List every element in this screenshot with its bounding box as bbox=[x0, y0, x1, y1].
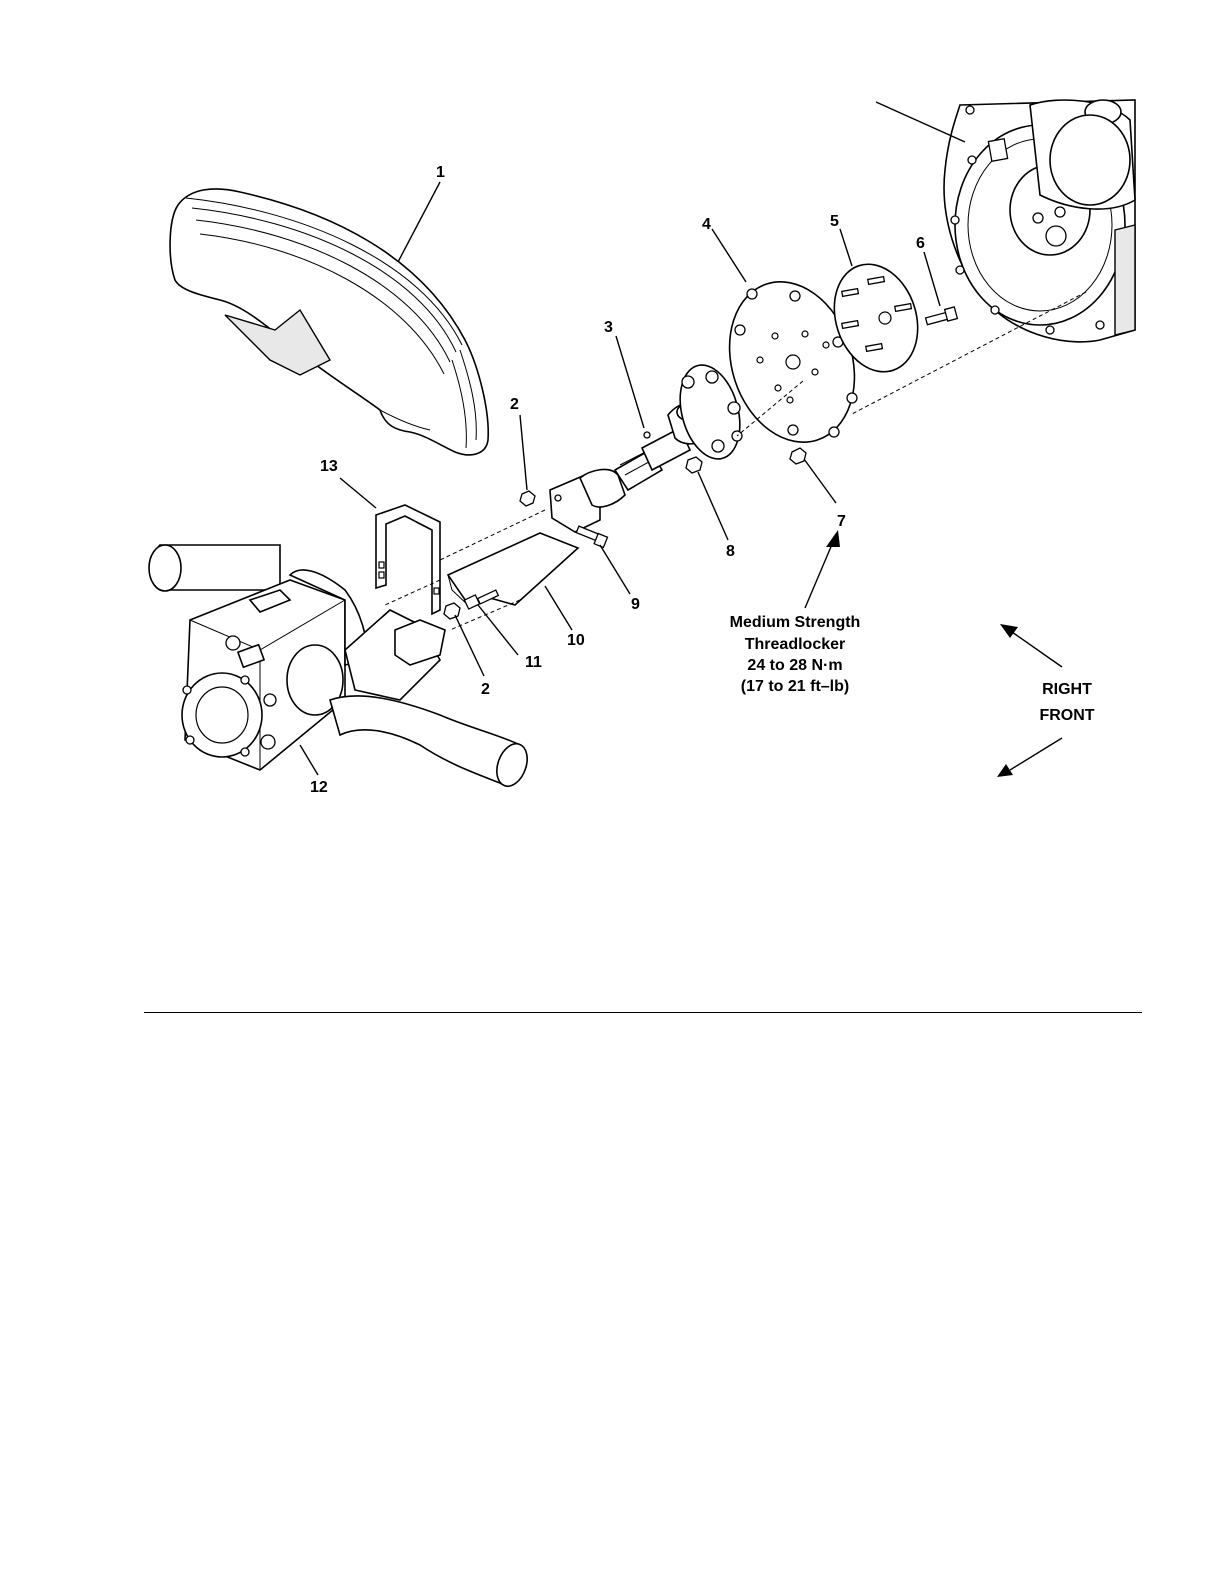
callout-9: 9 bbox=[631, 596, 640, 613]
part-2-nut-upper bbox=[520, 491, 535, 506]
callout-4: 4 bbox=[702, 216, 711, 233]
part-8-nut bbox=[686, 457, 702, 473]
callout-8: 8 bbox=[726, 543, 735, 560]
part-7-bolt bbox=[790, 448, 806, 464]
orientation-front-label: FRONT bbox=[1039, 707, 1094, 724]
orientation-right-label: RIGHT bbox=[1042, 681, 1092, 698]
callout-7: 7 bbox=[837, 513, 846, 530]
threadlocker-note: Medium Strength Threadlocker 24 to 28 N·… bbox=[730, 530, 861, 695]
note-line-4: (17 to 21 ft–lb) bbox=[741, 678, 849, 695]
orientation-indicator: RIGHT FRONT bbox=[997, 624, 1095, 777]
callout-1: 1 bbox=[436, 164, 445, 181]
part-10-plate bbox=[448, 533, 578, 607]
note-line-2: Threadlocker bbox=[745, 636, 845, 653]
part-9-bolt bbox=[576, 526, 607, 547]
note-line-3: 24 to 28 N·m bbox=[747, 657, 842, 674]
part-1-shield bbox=[170, 189, 488, 455]
callout-12: 12 bbox=[310, 779, 328, 796]
callout-10: 10 bbox=[567, 632, 585, 649]
front-arrow-icon bbox=[1010, 738, 1062, 770]
callout-5: 5 bbox=[830, 213, 839, 230]
callout-11: 11 bbox=[525, 654, 542, 671]
callout-3: 3 bbox=[604, 319, 613, 336]
callout-2-lower: 2 bbox=[481, 681, 490, 698]
engine-flywheel-housing bbox=[944, 100, 1135, 342]
callout-2-upper: 2 bbox=[510, 396, 519, 413]
callout-13: 13 bbox=[320, 458, 338, 475]
right-arrow-icon bbox=[1012, 632, 1062, 667]
part-6-bolt bbox=[926, 307, 958, 325]
part-2-nut-lower bbox=[444, 603, 460, 619]
callout-6: 6 bbox=[916, 235, 925, 252]
note-line-1: Medium Strength bbox=[730, 614, 861, 631]
horizontal-divider bbox=[144, 1012, 1142, 1013]
